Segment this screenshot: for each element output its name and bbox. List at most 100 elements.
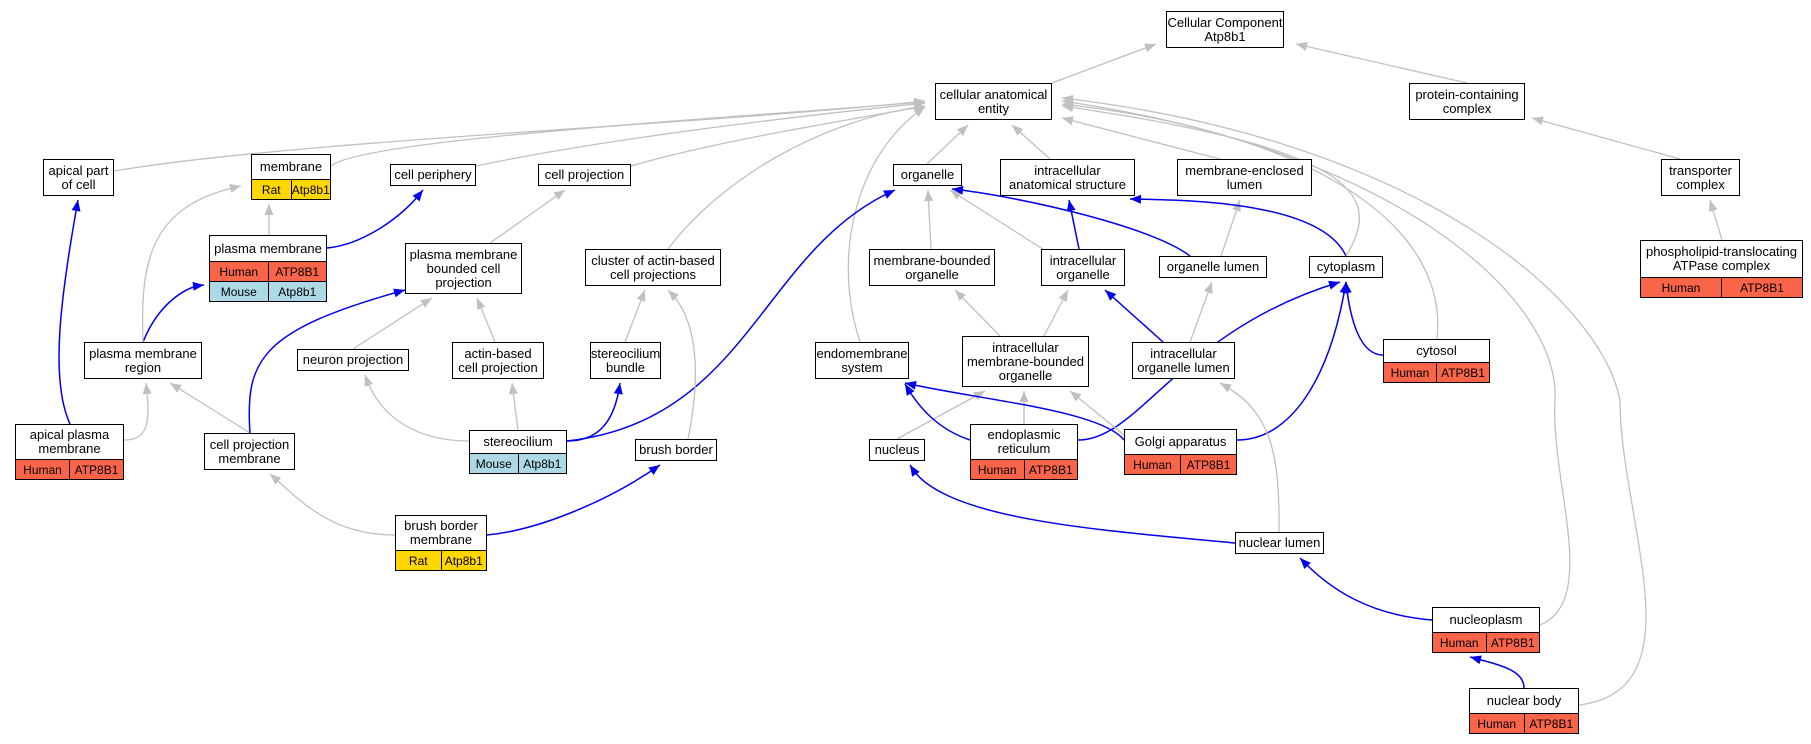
node-label: plasma membrane bounded cell projection [409, 246, 518, 290]
go-node-nuc[interactable]: nucleus [869, 439, 925, 461]
go-node-pmr[interactable]: plasma membrane region [84, 342, 202, 379]
edge-cytosol-to-cyto [1345, 281, 1384, 356]
species-cell: Rat [252, 180, 291, 199]
gene-cell: ATP8B1 [1485, 633, 1539, 652]
node-label: intracellular anatomical structure [1008, 162, 1127, 192]
edge-ol-to-org [951, 188, 1191, 257]
node-label: intracellular organelle lumen [1137, 345, 1230, 375]
go-node-es[interactable]: endomembrane system [815, 342, 909, 379]
go-node-bb[interactable]: brush border [635, 439, 717, 461]
edge-arrowhead [1058, 290, 1068, 302]
go-node-cc[interactable]: Cellular Component Atp8b1 [1166, 11, 1284, 48]
go-node-ptac[interactable]: phospholipid-translocating ATPase comple… [1640, 240, 1803, 298]
edge-cae-to-cc [1051, 43, 1157, 84]
go-node-mel[interactable]: membrane-enclosed lumen [1177, 159, 1312, 196]
edge-io-to-org [949, 189, 1061, 261]
edge-cyto-to-cae [1061, 105, 1361, 257]
edge-golgi-to-cyto [1236, 281, 1347, 441]
go-node-nl[interactable]: nuclear lumen [1235, 532, 1324, 554]
edge-arrowhead [1105, 290, 1117, 301]
edge-arrowhead [1062, 94, 1074, 104]
go-node-abcp[interactable]: actin-based cell projection [452, 342, 544, 379]
edge-arrowhead [192, 281, 204, 291]
node-label: Cellular Component Atp8b1 [1167, 14, 1283, 44]
edge-arrowhead [1130, 194, 1142, 204]
edge-arrowhead [973, 391, 985, 401]
edge-arrowhead [1300, 558, 1311, 570]
node-label: cytosol [1416, 343, 1457, 358]
gene-cell: ATP8B1 [1523, 714, 1578, 733]
go-node-mbo[interactable]: membrane-bounded organelle [869, 249, 995, 286]
node-label: nuclear body [1486, 693, 1562, 708]
go-node-sb[interactable]: stereocilium bundle [590, 342, 661, 379]
node-label: transporter complex [1669, 162, 1732, 192]
node-label: brush border membrane [404, 518, 478, 547]
go-node-iol[interactable]: intracellular organelle lumen [1132, 342, 1235, 379]
go-node-io[interactable]: intracellular organelle [1041, 249, 1125, 286]
gene-cell: Atp8b1 [517, 454, 566, 473]
species-cell: Mouse [210, 282, 268, 301]
node-label: endomembrane system [816, 345, 908, 375]
go-node-ias[interactable]: intracellular anatomical structure [1000, 159, 1135, 196]
edge-arrowhead [955, 290, 966, 302]
node-label: phospholipid-translocating ATPase comple… [1645, 244, 1798, 273]
species-cell: Human [1433, 633, 1486, 652]
edge-np-to-pmbcp [352, 297, 433, 350]
go-node-ol[interactable]: organelle lumen [1159, 256, 1267, 278]
node-label: brush border [639, 442, 713, 457]
edge-arrowhead [1220, 383, 1232, 393]
go-node-imbo[interactable]: intracellular membrane-bounded organelle [962, 336, 1089, 387]
node-label: membrane-enclosed lumen [1185, 162, 1304, 192]
go-node-cyto[interactable]: cytoplasm [1309, 256, 1383, 278]
gene-cell: ATP8B1 [1721, 278, 1802, 297]
gene-cell: ATP8B1 [267, 262, 326, 281]
edge-pcc-to-cc [1295, 43, 1468, 84]
edge-nucp-to-nl [1299, 557, 1433, 621]
node-label: nucleoplasm [1449, 612, 1523, 627]
edge-arrowhead [71, 200, 81, 212]
edge-arrowhead [1532, 116, 1544, 126]
node-label: nuclear lumen [1238, 535, 1321, 550]
node-label: apical plasma membrane [29, 427, 110, 456]
go-node-pcc[interactable]: protein-containing complex [1409, 83, 1525, 120]
go-node-np[interactable]: neuron projection [297, 349, 409, 371]
go-node-cper[interactable]: cell periphery [390, 164, 476, 186]
go-node-org[interactable]: organelle [893, 164, 962, 186]
go-node-cae[interactable]: cellular anatomical entity [935, 83, 1052, 120]
go-node-pmbcp[interactable]: plasma membrane bounded cell projection [405, 243, 522, 294]
edge-arrowhead [1062, 116, 1074, 126]
go-node-cpm[interactable]: cell projection membrane [204, 433, 295, 470]
edge-arrowhead [1328, 280, 1340, 290]
go-node-tc[interactable]: transporter complex [1661, 159, 1740, 196]
node-label: nucleus [874, 442, 920, 457]
node-label: plasma membrane [214, 240, 322, 256]
go-node-apc[interactable]: apical part of cell [43, 159, 114, 196]
edge-arrowhead [924, 190, 934, 202]
edge-arrowhead [477, 298, 486, 310]
edge-arrowhead [412, 190, 423, 202]
go-node-cabcp[interactable]: cluster of actin-based cell projections [585, 249, 721, 286]
species-cell: Human [210, 262, 268, 281]
edge-cper-to-cae [475, 102, 926, 167]
gene-cell: Atp8b1 [267, 282, 326, 301]
edge-arrowhead [270, 474, 282, 485]
go-node-cproj[interactable]: cell projection [538, 164, 631, 186]
edge-arrowhead [142, 383, 152, 395]
node-label: endoplasmic reticulum [987, 427, 1061, 456]
